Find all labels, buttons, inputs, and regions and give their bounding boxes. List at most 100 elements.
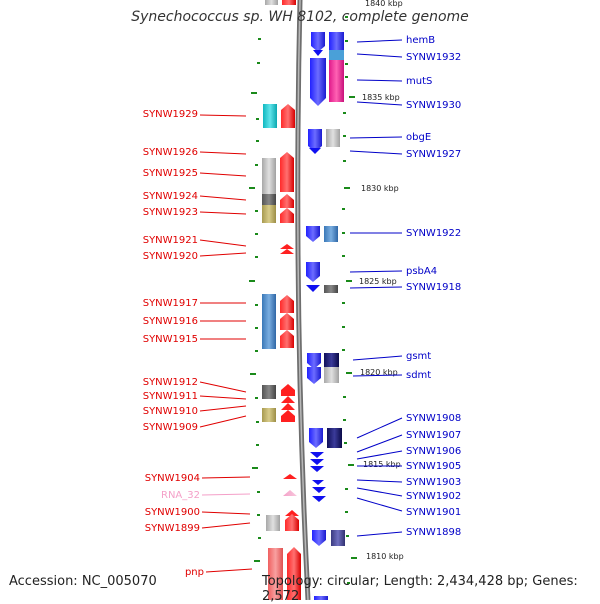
gene-label: SYNW1899 <box>145 523 200 534</box>
gene-label: gsmt <box>406 351 431 362</box>
gene-synw1915-arrow <box>280 330 294 348</box>
gene-label: RNA_32 <box>161 490 200 501</box>
gene-synw1916-arrow <box>280 313 294 330</box>
feature-sdmt <box>324 367 339 383</box>
gene-label: SYNW1924 <box>143 191 198 202</box>
gene-label: SYNW1921 <box>143 235 198 246</box>
feature-mutS <box>329 60 344 102</box>
gene-muts-arrow <box>310 58 326 106</box>
gene-synw1908-arrow <box>309 428 323 448</box>
gene-label: SYNW1917 <box>143 298 198 309</box>
feature-obge <box>326 129 340 147</box>
gene-label: SYNW1900 <box>145 507 200 518</box>
gene-synw1922-arrow <box>306 226 320 242</box>
gene-label: SYNW1915 <box>143 334 198 345</box>
gene-hemb-arrow <box>311 32 325 52</box>
feature-pnp <box>268 548 283 600</box>
gene-label: SYNW1906 <box>406 446 461 457</box>
feature-synw1929 <box>263 104 277 128</box>
gene-synw1920-arrow <box>280 249 294 254</box>
feature-synw1899 <box>266 515 280 531</box>
feature-synw1908 <box>327 428 342 448</box>
left-ticks <box>249 38 261 562</box>
gene-pnp-arrow <box>287 547 301 600</box>
gene-label: SYNW1910 <box>143 406 198 417</box>
scale-label: 1810 kbp <box>366 552 404 561</box>
gene-synw1929-arrow <box>281 104 295 128</box>
feature-hemb <box>329 32 344 50</box>
left-labels: SYNW1929 SYNW1926 SYNW1925 SYNW1924 SYNW… <box>143 109 253 578</box>
gene-label: mutS <box>406 76 432 87</box>
scale-label: 1830 kbp <box>361 184 399 193</box>
gene-label: SYNW1902 <box>406 491 461 502</box>
gene-synw1904-arrow <box>283 474 297 479</box>
gene-label: SYNW1932 <box>406 52 461 63</box>
gene-label: SYNW1926 <box>143 147 198 158</box>
gene-synw1912-arrow <box>281 384 295 396</box>
scale-labels: 1840 kbp 1835 kbp 1830 kbp 1825 kbp 1820… <box>359 0 404 561</box>
gene-label: pnp <box>185 567 204 578</box>
rna-32-arrow <box>283 490 297 496</box>
gene-synw1923-arrow <box>280 208 294 223</box>
gene-label: SYNW1908 <box>406 413 461 424</box>
scale-label: 1815 kbp <box>363 460 401 469</box>
map-title: Synechococcus sp. WH 8102, complete geno… <box>131 9 469 25</box>
gene-synw1921-arrow <box>280 244 294 249</box>
scale-label: 1840 kbp <box>365 0 403 8</box>
gene-synw1898-arrow <box>312 530 326 546</box>
scale-label: 1835 kbp <box>362 93 400 102</box>
gene-label: obgE <box>406 132 431 143</box>
gene-sdmt-arrow <box>307 367 321 384</box>
gene-label: SYNW1929 <box>143 109 198 120</box>
gene-label: SYNW1918 <box>406 282 461 293</box>
gene-label: SYNW1909 <box>143 422 198 433</box>
gene-label: SYNW1898 <box>406 527 461 538</box>
accession-text: Accession: NC_005070 <box>9 574 157 589</box>
gene-label: SYNW1904 <box>145 473 200 484</box>
feature-gsmt <box>324 353 339 367</box>
gene-synw1927-arrow <box>309 148 321 154</box>
gene-gsmt-arrow <box>307 353 321 369</box>
feature-synw1910 <box>262 408 276 422</box>
feature-synw1926 <box>262 158 276 194</box>
gene-label: psbA4 <box>406 266 437 277</box>
left-features <box>262 0 301 600</box>
right-features <box>306 32 345 600</box>
gene-synw1906-arrow <box>310 452 324 458</box>
gene-synw1909-arrow <box>281 410 295 422</box>
gene-synw1902-arrow <box>312 487 326 493</box>
gene-synw1924-arrow <box>280 194 294 208</box>
gene-label: SYNW1930 <box>406 100 461 111</box>
gene-label: SYNW1907 <box>406 430 461 441</box>
gene-label: SYNW1903 <box>406 477 461 488</box>
gene-label: SYNW1916 <box>143 316 198 327</box>
gene-label: SYNW1901 <box>406 507 461 518</box>
feature-synw1917 <box>262 294 276 349</box>
gene-label: SYNW1920 <box>143 251 198 262</box>
gene-synw1900-arrow <box>285 510 299 516</box>
feature-synw1898 <box>331 530 345 546</box>
scale-label: 1825 kbp <box>359 277 397 286</box>
scale-label: 1820 kbp <box>360 368 398 377</box>
gene-label: SYNW1923 <box>143 207 198 218</box>
gene-synw1905-arrow <box>310 459 324 465</box>
gene-label: SYNW1911 <box>143 391 198 402</box>
gene-synw1926-arrow <box>280 152 294 192</box>
gene-label: SYNW1912 <box>143 377 198 388</box>
gene-synw1903-arrow <box>312 480 324 485</box>
gene-label: SYNW1905 <box>406 461 461 472</box>
gene-label: SYNW1927 <box>406 149 461 160</box>
gene-label: hemB <box>406 35 435 46</box>
right-labels: hemB SYNW1932 mutS SYNW1930 obgE SYNW192… <box>349 35 461 538</box>
gene-synw1899-arrow <box>285 514 299 531</box>
gene-obge-arrow <box>308 129 322 152</box>
gene-label: sdmt <box>406 370 431 381</box>
gene-synw1917-arrow <box>280 295 294 313</box>
feature-synw1918 <box>324 285 338 293</box>
gene-label: SYNW1922 <box>406 228 461 239</box>
feature-synw1922 <box>324 226 338 242</box>
gene-synw1932-arrow <box>313 50 323 56</box>
gene-synw1918-arrow <box>306 285 320 292</box>
feature-synw1912 <box>262 385 276 399</box>
